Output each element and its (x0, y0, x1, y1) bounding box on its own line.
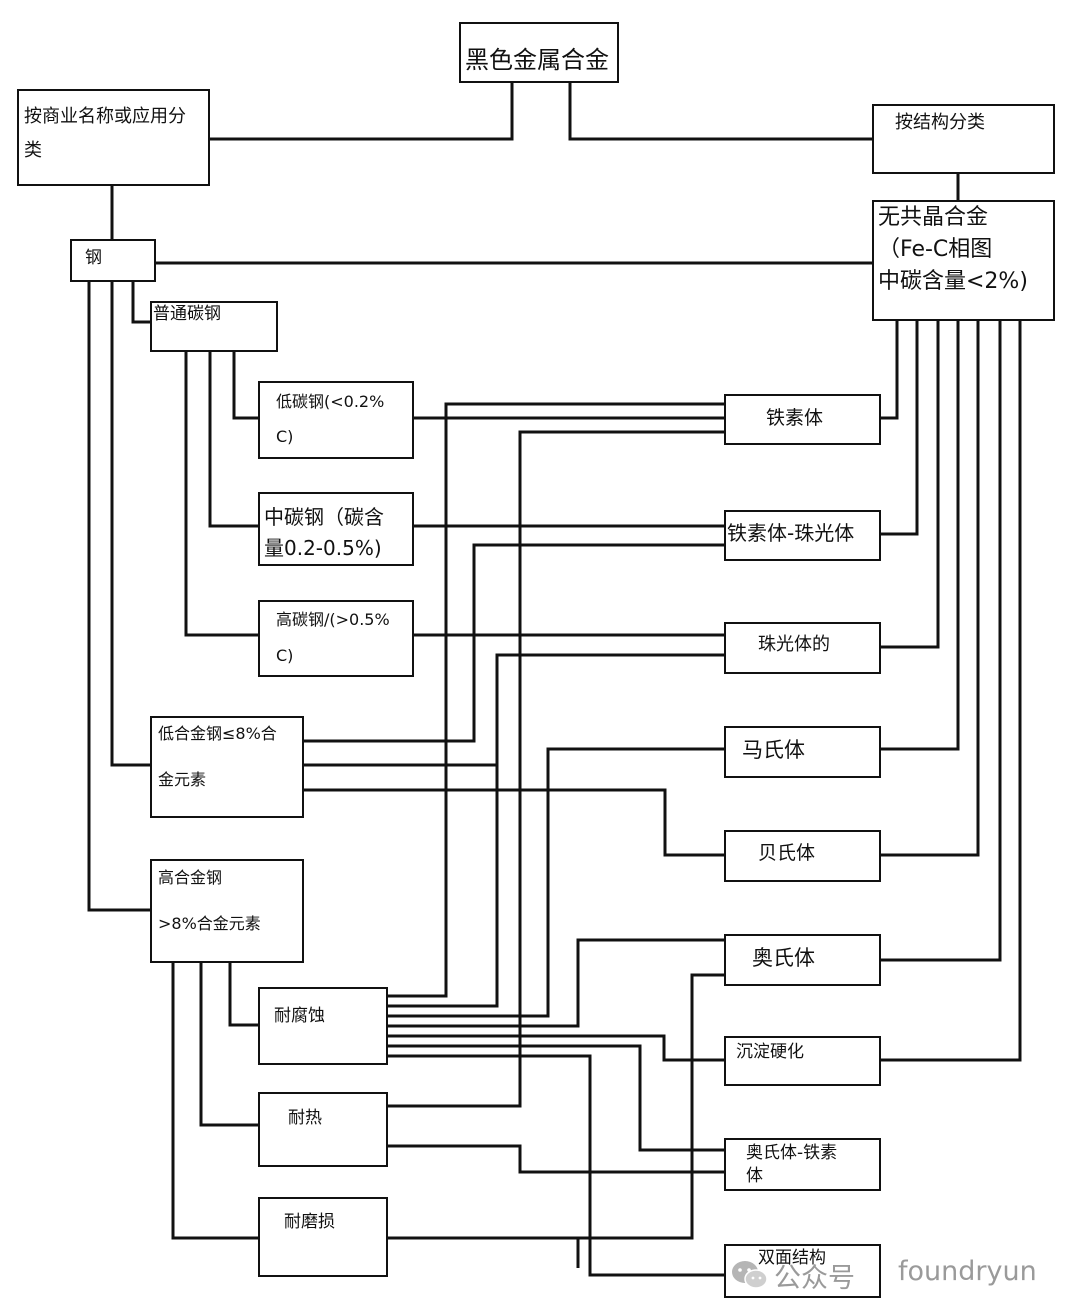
martensite-label: 马氏体 (742, 738, 805, 762)
line-ne-ferritepearlite (881, 321, 919, 536)
structure-category-box (872, 104, 1055, 174)
plain-carbon-steel-box (150, 301, 278, 352)
plain-carbon-steel-label: 普通碳钢 (153, 304, 221, 324)
line-corrosion-austenite (388, 938, 724, 1028)
low-alloy-steel-label: 低合金钢≤8%合 金元素 (158, 724, 277, 789)
line-corrosion-martensite (388, 747, 724, 1018)
line-root-commercial (210, 83, 514, 141)
line-root-structure (568, 83, 872, 141)
line-ne-martensite (881, 321, 960, 751)
line-corrosion-precip (388, 1034, 724, 1062)
commercial-category-box (17, 89, 210, 186)
line-high-wear (171, 963, 258, 1240)
structure-category-label: 按结构分类 (895, 112, 985, 133)
austenite-label: 奥氏体 (752, 946, 815, 970)
line-ne-austenite (881, 321, 1002, 962)
pearlite-box (724, 622, 881, 674)
corrosion-resistant-label: 耐腐蚀 (274, 1006, 325, 1026)
wechat-icon (732, 1261, 768, 1289)
steel-node-box (70, 239, 156, 282)
precipitation-hardening-label: 沉淀硬化 (736, 1042, 804, 1062)
watermark-brand: foundryun (898, 1256, 1037, 1287)
line-high-heat (199, 963, 258, 1127)
medium-carbon-steel-label: 中碳钢（碳含 量0.2-0.5%) (264, 505, 384, 560)
wear-resistant-label: 耐磨损 (284, 1212, 335, 1232)
noneutectoid-node-box (872, 200, 1055, 321)
steel-node-label: 钢 (85, 248, 102, 268)
line-ne-bainite (881, 321, 980, 857)
martensite-box (724, 726, 881, 778)
precipitation-hardening-box (724, 1036, 881, 1086)
line-steel-highalloy (87, 282, 150, 912)
high-carbon-steel-box (258, 600, 414, 677)
duplex-structure-label: 双面结构 (758, 1248, 826, 1268)
heat-resistant-box (258, 1092, 388, 1167)
low-carbon-steel-box (258, 381, 414, 459)
austenite-box (724, 934, 881, 986)
line-plain-high (184, 352, 258, 637)
high-alloy-steel-label: 高合金钢 >8%合金元素 (158, 868, 261, 933)
line-ne-ferrite (881, 321, 899, 420)
line-steel-plaincarbon (131, 282, 150, 324)
line-plain-medium (208, 352, 258, 528)
high-alloy-steel-box (150, 859, 304, 963)
pearlite-label: 珠光体的 (758, 634, 830, 655)
line-heat-austferrite (388, 1144, 724, 1174)
watermark: 公众号 foundryun (726, 1250, 1066, 1300)
wear-resistant-box (258, 1197, 388, 1277)
heat-resistant-label: 耐热 (288, 1108, 322, 1128)
bainite-label: 贝氏体 (758, 842, 816, 864)
line-high-corrosion (228, 963, 258, 1027)
bainite-box (724, 830, 881, 882)
ferrite-pearlite-box (724, 510, 881, 561)
line-corrosion-pearlite (388, 665, 499, 1008)
high-carbon-steel-label: 高碳钢/(>0.5% C) (276, 610, 390, 665)
low-carbon-steel-label: 低碳钢(<0.2% C) (276, 392, 385, 446)
line-heat-ferrite (388, 430, 724, 1108)
ferrite-box (724, 394, 881, 445)
ferrite-pearlite-label: 铁素体-珠光体 (727, 521, 855, 545)
austenite-ferrite-label: 奥氏体-铁素 体 (746, 1143, 838, 1186)
corrosion-resistant-box (258, 987, 388, 1065)
ferrite-label: 铁素体 (766, 407, 824, 429)
watermark-text: 公众号 (774, 1263, 855, 1294)
line-corrosion-austferrite (388, 1044, 724, 1152)
root-node-box (459, 22, 619, 83)
low-alloy-steel-box (150, 716, 304, 818)
duplex-structure-box (724, 1244, 881, 1298)
line-wear-duplex (388, 1236, 580, 1268)
line-plain-low (232, 352, 258, 420)
root-node-label: 黑色金属合金 (465, 46, 609, 74)
line-corrosion-ferrite (388, 402, 724, 998)
commercial-category-label: 按商业名称或应用分 类 (24, 106, 186, 161)
medium-carbon-steel-box (258, 492, 414, 566)
noneutectoid-node-label: 无共晶合金 （Fe-C相图 中碳含量<2%) (878, 205, 1028, 294)
line-ne-pearlite (881, 321, 940, 649)
line-corrosion-duplex (388, 1054, 724, 1277)
austenite-ferrite-box (724, 1138, 881, 1191)
line-ne-precip (881, 321, 1022, 1062)
line-steel-lowalloy (110, 282, 150, 767)
line-lowalloy-bainite (304, 788, 724, 857)
line-lowalloy-ferritepearlite (304, 543, 724, 743)
